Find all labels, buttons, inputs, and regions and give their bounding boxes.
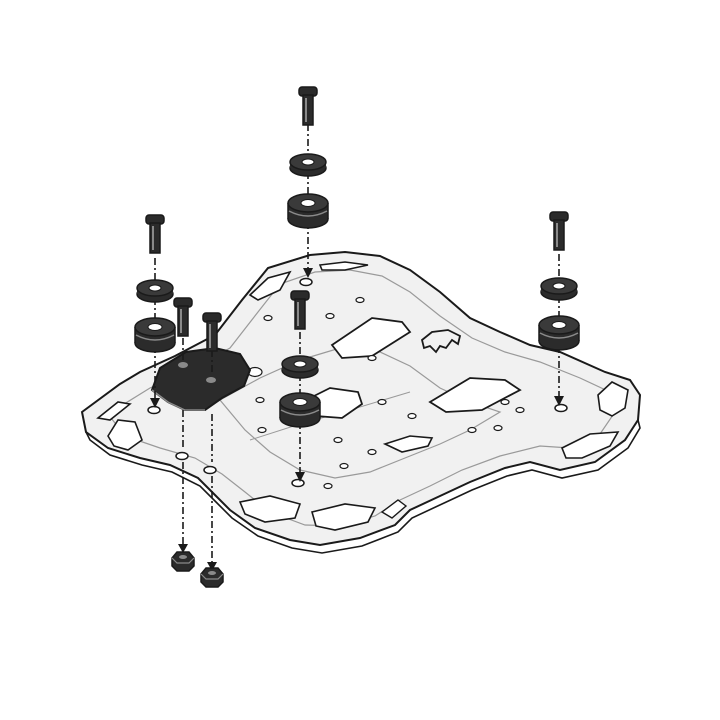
mount-hole (203, 465, 217, 475)
nut-icon (171, 551, 195, 572)
animal-logo-icon (420, 329, 462, 354)
washer-icon (540, 277, 578, 301)
nut-icon (200, 567, 224, 588)
rubber-damper-icon (279, 392, 321, 428)
mount-hole (554, 403, 568, 413)
bolt-icon (549, 211, 569, 251)
bolt-icon (298, 86, 318, 126)
washer-icon (289, 153, 327, 177)
rubber-damper-icon (134, 317, 176, 353)
washer-icon (136, 279, 174, 303)
mount-hole (175, 451, 189, 461)
mount-hole (291, 478, 305, 488)
rubber-damper-icon (538, 315, 580, 351)
bolt-icon (145, 214, 165, 254)
assembly-arrows (150, 268, 564, 571)
washer-icon (281, 355, 319, 379)
mount-hole (299, 277, 313, 287)
rubber-damper-icon (287, 193, 329, 229)
mount-hole (147, 405, 161, 415)
luggage-rack-plate-icon (80, 250, 642, 554)
bolt-icon (173, 297, 193, 337)
assembly-guide-lines (154, 124, 560, 562)
adapter-plate-icon (150, 346, 252, 411)
